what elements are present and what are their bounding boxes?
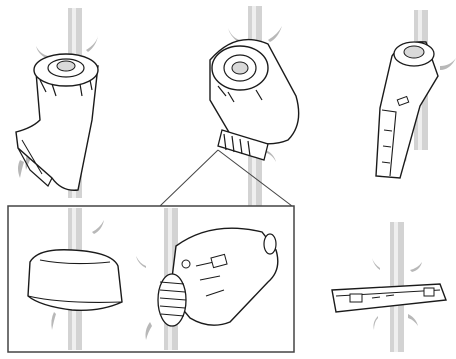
callout-lines	[160, 150, 292, 206]
trimmer-rinse-panel	[332, 222, 446, 352]
shaver-body-rinse-panel	[376, 10, 456, 178]
cap-rinse-panel	[28, 208, 122, 350]
roller-head-body	[170, 228, 278, 325]
cap-body	[28, 250, 122, 311]
epilator-head-rinse-panel	[210, 6, 299, 206]
roller-head-rinse-panel	[136, 208, 278, 350]
attachment-rinse-panel	[16, 8, 98, 198]
